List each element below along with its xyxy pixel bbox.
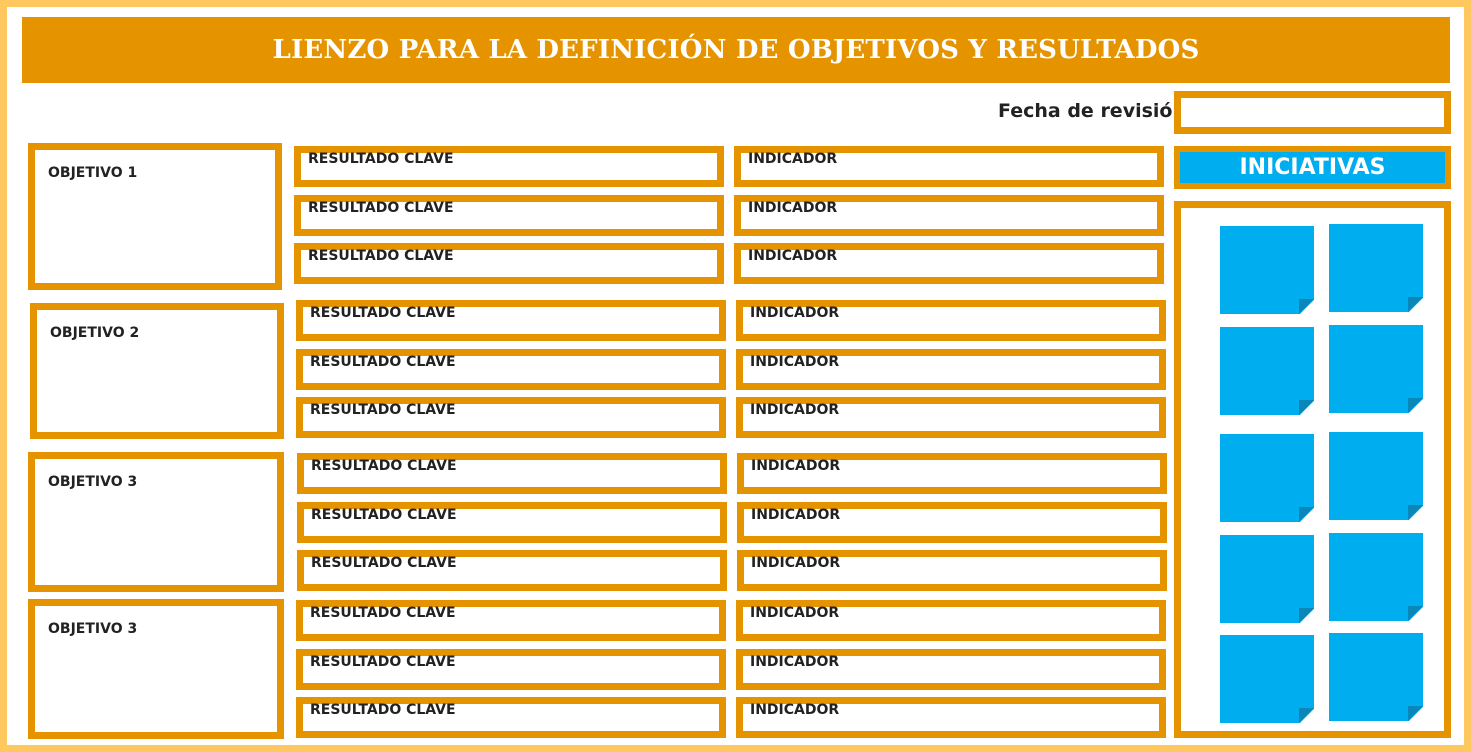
indicator-field[interactable]: INDICADOR: [736, 697, 1166, 738]
page-title: LIENZO PARA LA DEFINICIÓN DE OBJETIVOS Y…: [272, 35, 1200, 65]
objective-1-box[interactable]: OBJETIVO 1: [28, 143, 282, 290]
key-result-field[interactable]: RESULTADO CLAVE: [294, 195, 724, 236]
sticky-note[interactable]: [1220, 226, 1314, 314]
key-result-label: RESULTADO CLAVE: [311, 458, 457, 474]
key-result-field[interactable]: RESULTADO CLAVE: [296, 697, 726, 738]
sticky-note[interactable]: [1329, 224, 1423, 312]
page-header: LIENZO PARA LA DEFINICIÓN DE OBJETIVOS Y…: [22, 17, 1450, 83]
indicator-label: INDICADOR: [750, 702, 840, 718]
sticky-note[interactable]: [1220, 327, 1314, 415]
key-result-label: RESULTADO CLAVE: [308, 200, 454, 216]
indicator-field[interactable]: INDICADOR: [736, 349, 1166, 390]
indicator-field[interactable]: INDICADOR: [734, 146, 1164, 187]
key-result-label: RESULTADO CLAVE: [310, 354, 456, 370]
review-date-label: Fecha de revisión: [998, 100, 1186, 122]
objective-4-label: OBJETIVO 3: [48, 621, 138, 637]
key-result-field[interactable]: RESULTADO CLAVE: [297, 502, 727, 543]
objective-1-label: OBJETIVO 1: [48, 165, 138, 181]
key-result-label: RESULTADO CLAVE: [308, 248, 454, 264]
indicator-label: INDICADOR: [750, 402, 840, 418]
key-result-field[interactable]: RESULTADO CLAVE: [296, 300, 726, 341]
indicator-label: INDICADOR: [748, 248, 838, 264]
objective-3-box[interactable]: OBJETIVO 3: [28, 452, 284, 592]
objective-4-box[interactable]: OBJETIVO 3: [28, 599, 284, 739]
key-result-field[interactable]: RESULTADO CLAVE: [296, 349, 726, 390]
indicator-label: INDICADOR: [748, 200, 838, 216]
objective-2-box[interactable]: OBJETIVO 2: [30, 303, 284, 439]
sticky-note[interactable]: [1220, 434, 1314, 522]
key-result-field[interactable]: RESULTADO CLAVE: [296, 397, 726, 438]
key-result-field[interactable]: RESULTADO CLAVE: [297, 550, 727, 591]
review-date-field[interactable]: [1174, 91, 1451, 134]
key-result-label: RESULTADO CLAVE: [311, 507, 457, 523]
key-result-label: RESULTADO CLAVE: [310, 305, 456, 321]
key-result-label: RESULTADO CLAVE: [310, 702, 456, 718]
sticky-note[interactable]: [1220, 635, 1314, 723]
sticky-note[interactable]: [1329, 633, 1423, 721]
indicator-label: INDICADOR: [750, 305, 840, 321]
sticky-note[interactable]: [1329, 432, 1423, 520]
indicator-field[interactable]: INDICADOR: [736, 300, 1166, 341]
sticky-note[interactable]: [1329, 325, 1423, 413]
indicator-field[interactable]: INDICADOR: [737, 550, 1167, 591]
indicator-field[interactable]: INDICADOR: [737, 502, 1167, 543]
key-result-label: RESULTADO CLAVE: [310, 605, 456, 621]
key-result-field[interactable]: RESULTADO CLAVE: [296, 600, 726, 641]
indicator-field[interactable]: INDICADOR: [737, 453, 1167, 494]
indicator-label: INDICADOR: [750, 605, 840, 621]
key-result-field[interactable]: RESULTADO CLAVE: [297, 453, 727, 494]
sticky-note[interactable]: [1220, 535, 1314, 623]
indicator-label: INDICADOR: [751, 555, 841, 571]
indicator-field[interactable]: INDICADOR: [736, 397, 1166, 438]
key-result-label: RESULTADO CLAVE: [308, 151, 454, 167]
key-result-label: RESULTADO CLAVE: [311, 555, 457, 571]
key-result-label: RESULTADO CLAVE: [310, 402, 456, 418]
indicator-field[interactable]: INDICADOR: [736, 600, 1166, 641]
key-result-label: RESULTADO CLAVE: [310, 654, 456, 670]
initiatives-header: INICIATIVAS: [1174, 146, 1451, 189]
indicator-label: INDICADOR: [750, 354, 840, 370]
key-result-field[interactable]: RESULTADO CLAVE: [294, 146, 724, 187]
indicator-field[interactable]: INDICADOR: [734, 243, 1164, 284]
objective-3-label: OBJETIVO 3: [48, 474, 138, 490]
indicator-label: INDICADOR: [751, 507, 841, 523]
key-result-field[interactable]: RESULTADO CLAVE: [296, 649, 726, 690]
key-result-field[interactable]: RESULTADO CLAVE: [294, 243, 724, 284]
sticky-note[interactable]: [1329, 533, 1423, 621]
indicator-field[interactable]: INDICADOR: [734, 195, 1164, 236]
initiatives-title: INICIATIVAS: [1239, 155, 1386, 180]
indicator-label: INDICADOR: [748, 151, 838, 167]
objective-2-label: OBJETIVO 2: [50, 325, 140, 341]
indicator-label: INDICADOR: [751, 458, 841, 474]
indicator-label: INDICADOR: [750, 654, 840, 670]
indicator-field[interactable]: INDICADOR: [736, 649, 1166, 690]
